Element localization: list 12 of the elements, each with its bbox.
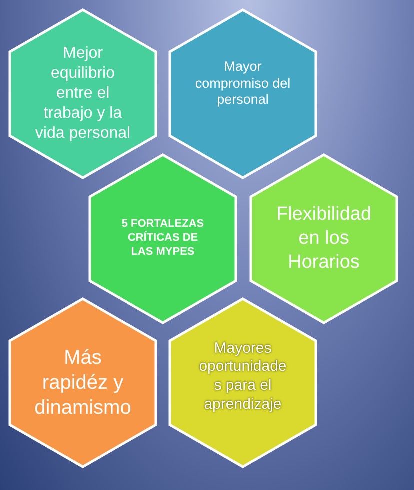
hexagon-tile	[249, 153, 399, 325]
hexagon-tile	[8, 297, 158, 469]
hexagon-label: Mayor compromiso del personal	[194, 58, 292, 110]
hexagon-label: Mejor equilibrio entre el trabajo y la vida personal	[34, 44, 132, 144]
hexagon-label: Flexibilidad en los Horarios	[275, 203, 373, 275]
hexagon-label: Mayores oportunidades para el aprendizaje	[198, 340, 288, 414]
hexagon-tile	[8, 8, 158, 180]
hexagon-label: Más rapidéz y dinamismo	[34, 346, 132, 420]
hexagon-tile	[168, 8, 318, 180]
hexagon-tile	[168, 297, 318, 469]
hexagon-tile	[88, 153, 238, 325]
hexagon-label: 5 FORTALEZAS CRÍTICAS DE LAS MYPES	[121, 218, 205, 260]
